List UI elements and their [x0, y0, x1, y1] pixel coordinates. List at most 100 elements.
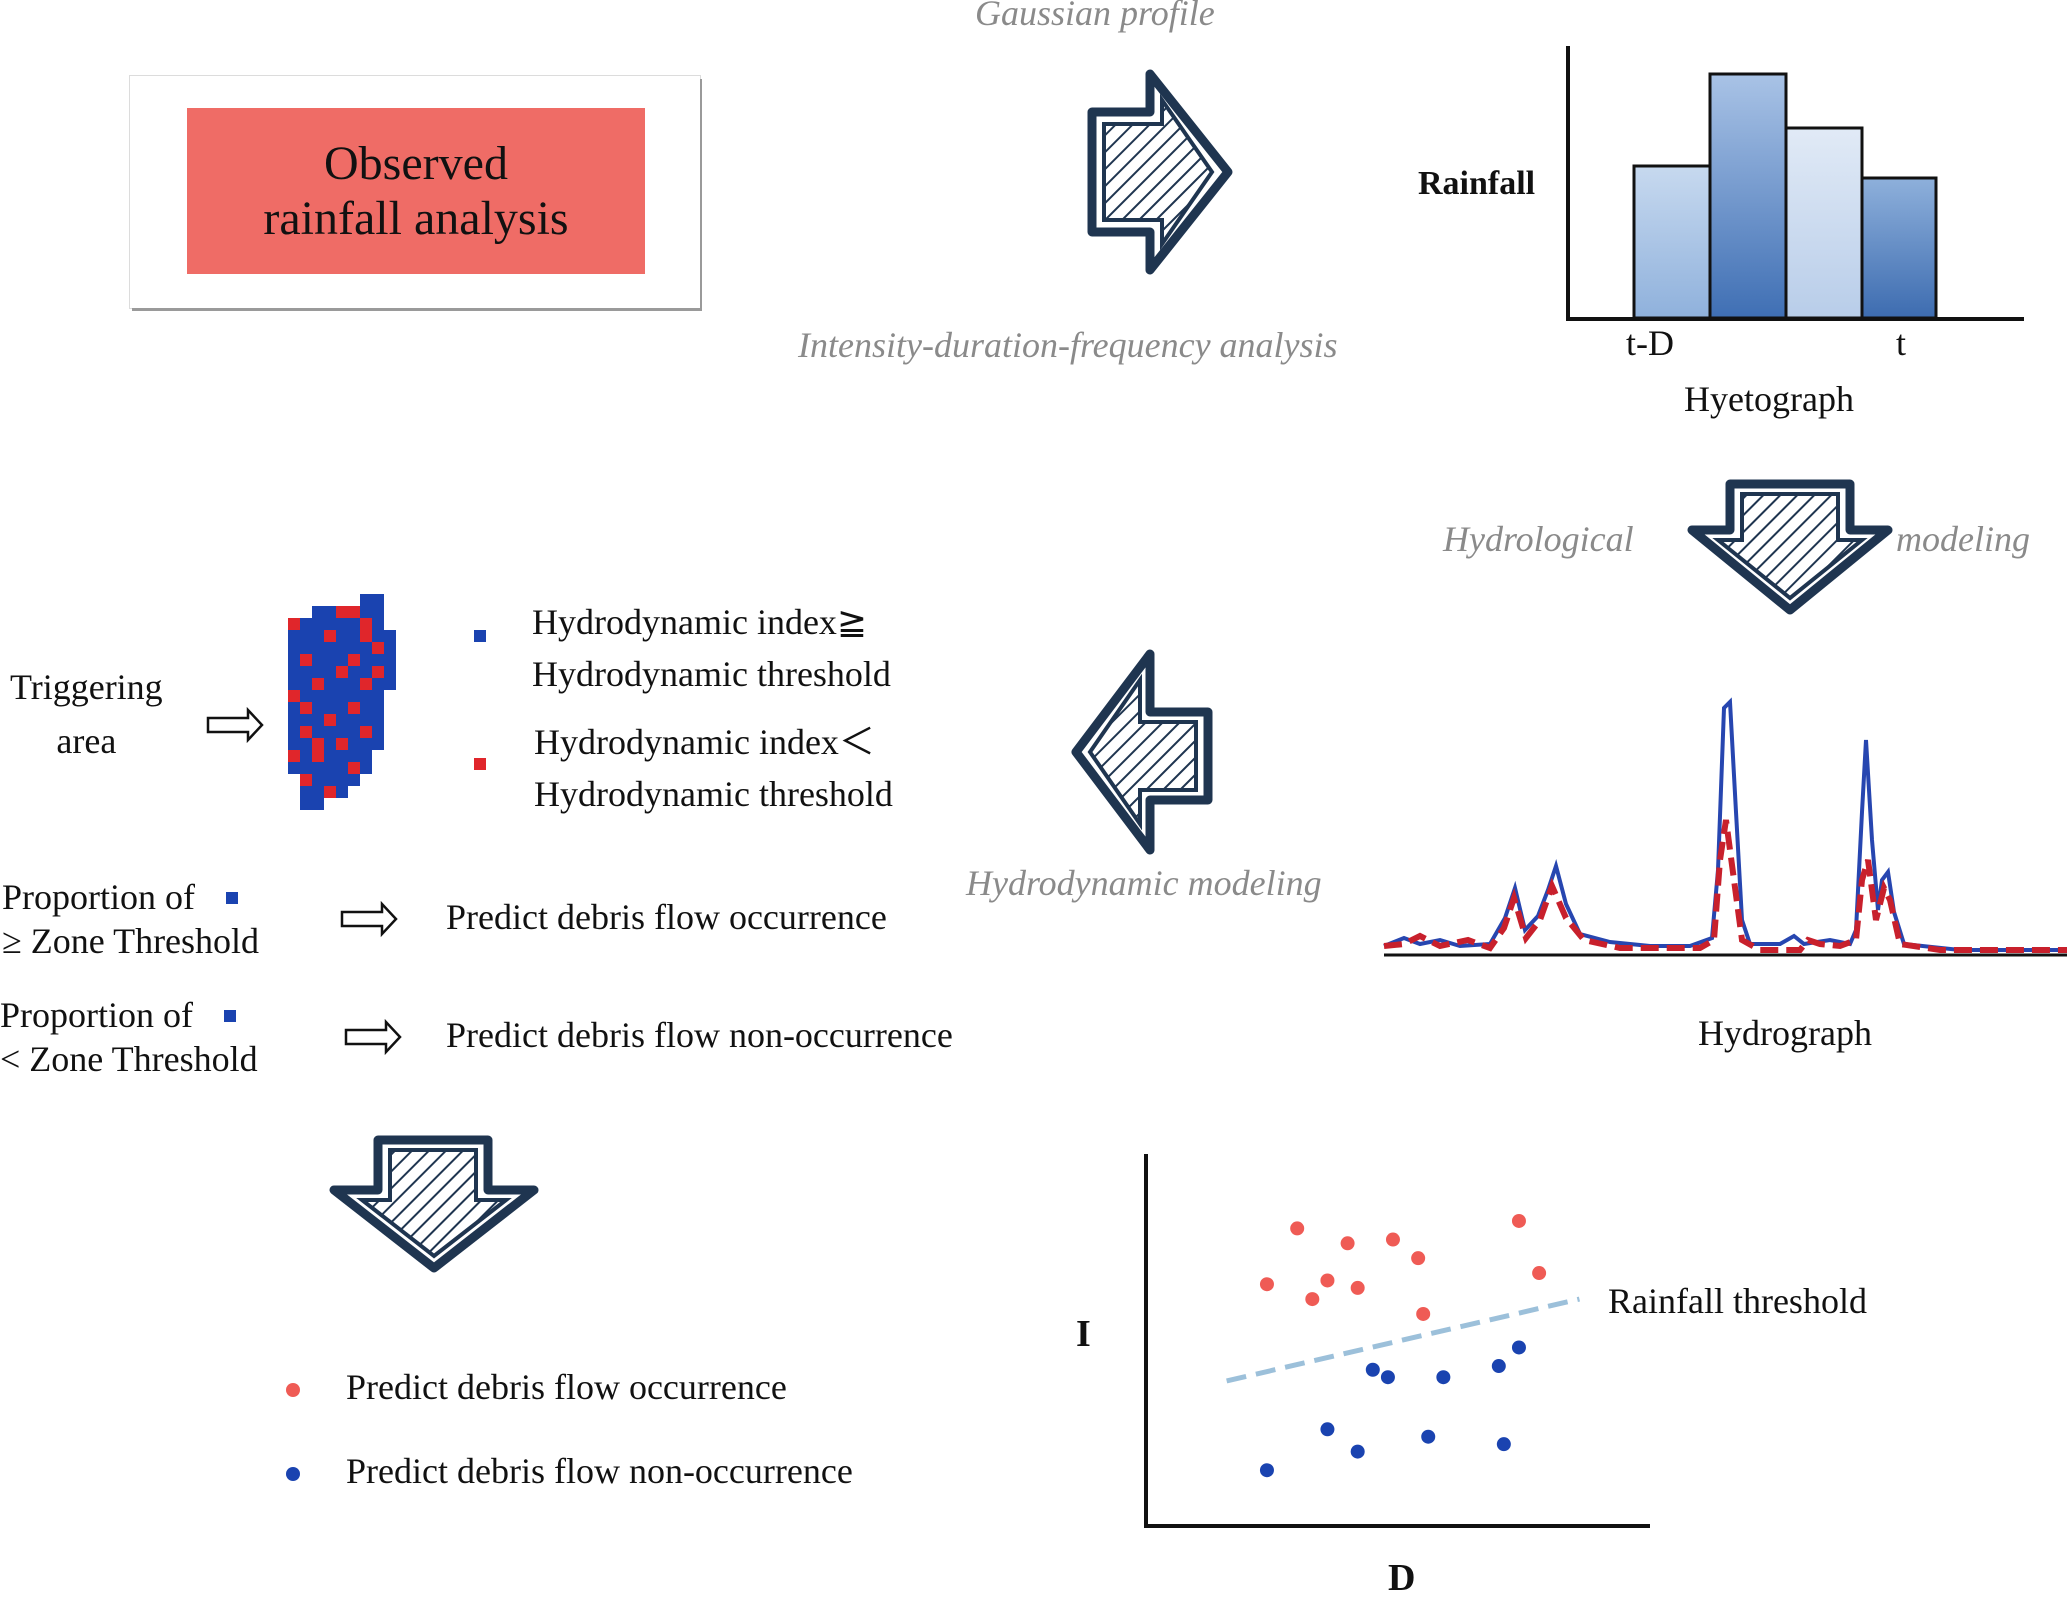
grid-cell [372, 642, 384, 654]
grid-cell [288, 618, 300, 630]
grid-cell [300, 774, 312, 786]
grid-cell [324, 702, 336, 714]
hydrodynamic-word: Hydrodynamic [966, 863, 1179, 903]
triggering-area-grid [288, 594, 396, 810]
nonoccurrence-point-3 [1436, 1370, 1451, 1385]
grid-cell [300, 726, 312, 738]
arrow-rule2-icon [344, 1018, 402, 1056]
grid-cell [300, 738, 312, 750]
grid-cell [336, 630, 348, 642]
grid-cell [324, 678, 336, 690]
grid-cell [312, 642, 324, 654]
grid-cell [336, 738, 348, 750]
legend-blue-text: Hydrodynamic index≧ Hydrodynamic thresho… [532, 602, 891, 695]
grid-cell [300, 690, 312, 702]
rule1-blue-square-icon [226, 892, 238, 904]
grid-cell [360, 738, 372, 750]
occurrence-point-4 [1411, 1251, 1426, 1266]
grid-cell [336, 750, 348, 762]
grid-cell [288, 762, 300, 774]
grid-cell [336, 762, 348, 774]
grid-cell [384, 654, 396, 666]
grid-cell [384, 678, 396, 690]
nonoccurrence-point-7 [1421, 1429, 1436, 1444]
scatter-x-label: D [1388, 1557, 1416, 1599]
rainfall-threshold-label: Rainfall threshold [1608, 1281, 1867, 1321]
grid-cell [336, 642, 348, 654]
grid-cell [360, 678, 372, 690]
grid-cell [312, 690, 324, 702]
occurrence-point-11 [1532, 1266, 1547, 1281]
grid-cell [300, 630, 312, 642]
grid-cell [288, 690, 300, 702]
legend-occurrence-dot-icon [286, 1383, 300, 1397]
grid-cell [372, 654, 384, 666]
grid-cell [348, 630, 360, 642]
grid-cell [348, 738, 360, 750]
grid-cell [372, 690, 384, 702]
grid-cell [336, 714, 348, 726]
grid-cell [312, 654, 324, 666]
grid-cell [324, 714, 336, 726]
grid-cell [372, 606, 384, 618]
gaussian-profile-label: Gaussian profile [975, 0, 1215, 33]
grid-cell [288, 678, 300, 690]
grid-cell [372, 738, 384, 750]
grid-cell [360, 594, 372, 606]
grid-cell [348, 774, 360, 786]
grid-cell [300, 654, 312, 666]
hydrograph-caption: Hydrograph [1698, 1013, 1872, 1053]
legend-blue-square-icon [474, 630, 486, 642]
occurrence-point-7 [1320, 1273, 1335, 1288]
left-arrow-icon [1071, 649, 1213, 855]
grid-cell [300, 702, 312, 714]
grid-cell [360, 618, 372, 630]
observed-rainfall-title: Observed rainfall analysis [263, 136, 569, 245]
hyetograph-bar-1 [1632, 164, 1712, 320]
grid-cell [336, 690, 348, 702]
grid-cell [384, 630, 396, 642]
grid-cell [312, 738, 324, 750]
grid-cell [300, 642, 312, 654]
grid-cell [300, 618, 312, 630]
hydrodynamic-modeling-word: modeling [1187, 863, 1322, 903]
hydrological-label: Hydrological [1443, 519, 1634, 559]
nonoccurrence-point-1 [1365, 1362, 1380, 1377]
grid-cell [300, 678, 312, 690]
grid-cell [348, 606, 360, 618]
legend-red-text: Hydrodynamic index＜ Hydrodynamic thresho… [534, 722, 893, 815]
grid-cell [324, 690, 336, 702]
hydrograph-chart [1383, 697, 2067, 957]
nonoccurrence-point-8 [1350, 1444, 1365, 1459]
grid-cell [384, 666, 396, 678]
hyetograph-caption: Hyetograph [1684, 379, 1854, 419]
grid-cell [360, 762, 372, 774]
right-arrow-icon [1087, 69, 1233, 275]
grid-cell [300, 666, 312, 678]
grid-cell [288, 630, 300, 642]
legend-nonoccurrence-label: Predict debris flow non-occurrence [346, 1451, 853, 1491]
nonoccurrence-point-5 [1511, 1340, 1526, 1355]
grid-cell [360, 726, 372, 738]
grid-cell [348, 762, 360, 774]
triggering-area-label: Triggering area [10, 667, 163, 761]
grid-cell [324, 630, 336, 642]
grid-cell [348, 726, 360, 738]
idf-analysis-label: Intensity-duration-frequency analysis [798, 325, 1338, 365]
nonoccurrence-point-2 [1380, 1370, 1395, 1385]
grid-cell [312, 726, 324, 738]
grid-cell [312, 618, 324, 630]
grid-cell [336, 618, 348, 630]
grid-cell [372, 702, 384, 714]
tick-t-minus-d: t-D [1626, 323, 1674, 363]
rule2-blue-square-icon [224, 1010, 236, 1022]
nonoccurrence-point-10 [1259, 1463, 1274, 1478]
grid-cell [288, 642, 300, 654]
grid-cell [288, 714, 300, 726]
grid-cell [312, 666, 324, 678]
grid-cell [312, 774, 324, 786]
grid-cell [336, 774, 348, 786]
grid-cell [372, 678, 384, 690]
grid-cell [324, 642, 336, 654]
